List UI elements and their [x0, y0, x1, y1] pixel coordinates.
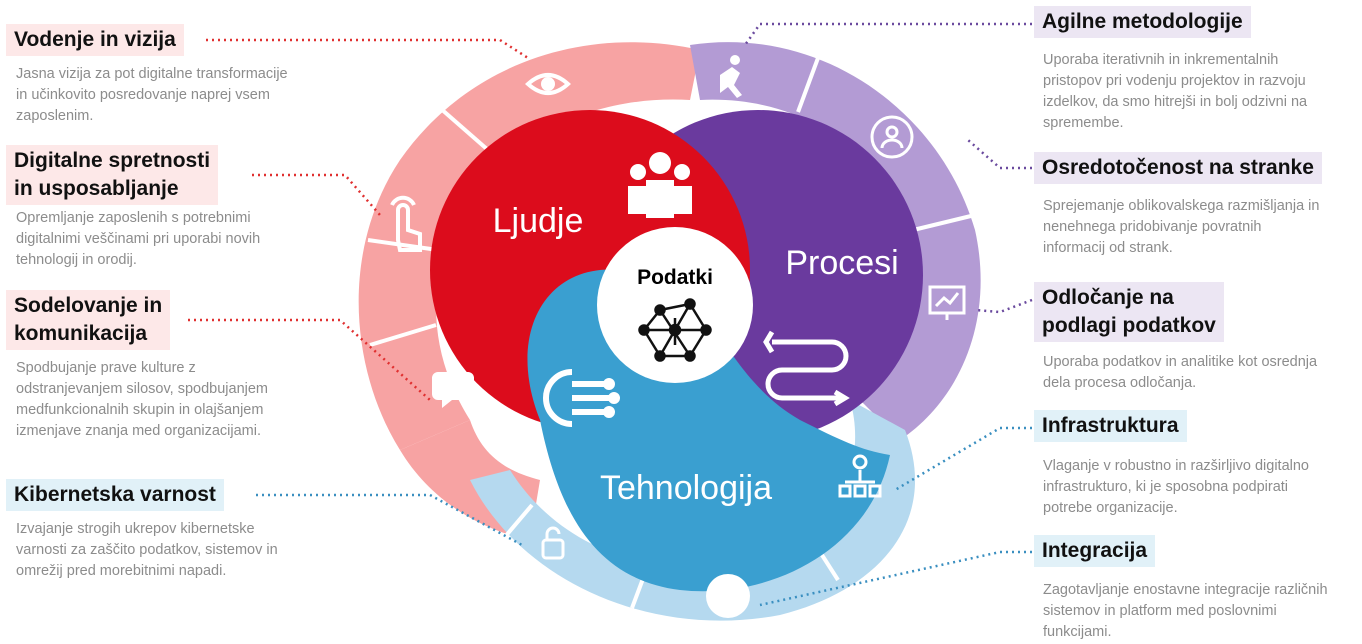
desc-vodenje-in-vizija: Jasna vizija za pot digitalne transforma…: [16, 66, 288, 124]
label-procesi: Procesi: [785, 244, 898, 282]
data-network-icon: [638, 298, 712, 362]
title-vodenje-in-vizija: Vodenje in vizija: [6, 24, 184, 56]
runner-icon: [720, 55, 742, 98]
connectors: [188, 22, 1033, 607]
people-group-icon: [628, 152, 692, 218]
label-podatki: Podatki: [637, 266, 713, 289]
touch-icon: [390, 195, 422, 252]
title-odlocanje: Odločanje na podlagi podatkov: [1034, 282, 1224, 342]
desc-osredotocenost: Sprejemanje oblikovalskega razmišljanja …: [1043, 198, 1320, 256]
label-ljudje: Ljudje: [493, 202, 584, 240]
puzzle-icon: [706, 574, 750, 618]
customer-target-icon: [870, 115, 914, 159]
title-digitalne-spretnosti: Digitalne spretnosti in usposabljanje: [6, 145, 219, 205]
label-tehnologija: Tehnologija: [600, 469, 772, 507]
title-integracija: Integracija: [1034, 535, 1156, 567]
ring-dividers: [367, 57, 976, 609]
desc-kibernetska-varnost: Izvajanje strogih ukrepov kibernetske va…: [16, 521, 278, 579]
desc-sodelovanje: Spodbujanje prave kulture z odstranjevan…: [16, 360, 269, 439]
ring-people: [358, 42, 700, 451]
chart-icon: [928, 285, 966, 320]
desc-digitalne-spretnosti: Opremljanje zaposlenih s potrebnimi digi…: [16, 210, 261, 268]
desc-agilne-metodologije: Uporaba iterativnih in inkrementalnih pr…: [1043, 52, 1308, 131]
lock-icon: [541, 526, 565, 560]
title-infrastruktura: Infrastruktura: [1034, 410, 1187, 442]
desc-odlocanje: Uporaba podatkov in analitike kot osredn…: [1043, 354, 1318, 391]
network-icon: [838, 454, 882, 498]
title-sodelovanje: Sodelovanje in komunikacija: [6, 290, 171, 350]
tech-gear-icon: [543, 369, 620, 427]
desc-integracija: Zagotavljanje enostavne integracije razl…: [1043, 582, 1328, 640]
title-osredotocenost: Osredotočenost na stranke: [1034, 152, 1322, 184]
process-flow-icon: [763, 330, 850, 407]
eye-icon: [525, 73, 571, 95]
desc-infrastruktura: Vlaganje v robustno in razširljivo digit…: [1043, 458, 1309, 516]
title-agilne-metodologije: Agilne metodologije: [1034, 6, 1251, 38]
center-hub: [597, 227, 753, 383]
title-kibernetska-varnost: Kibernetska varnost: [6, 479, 224, 511]
chat-icon: [432, 372, 474, 408]
